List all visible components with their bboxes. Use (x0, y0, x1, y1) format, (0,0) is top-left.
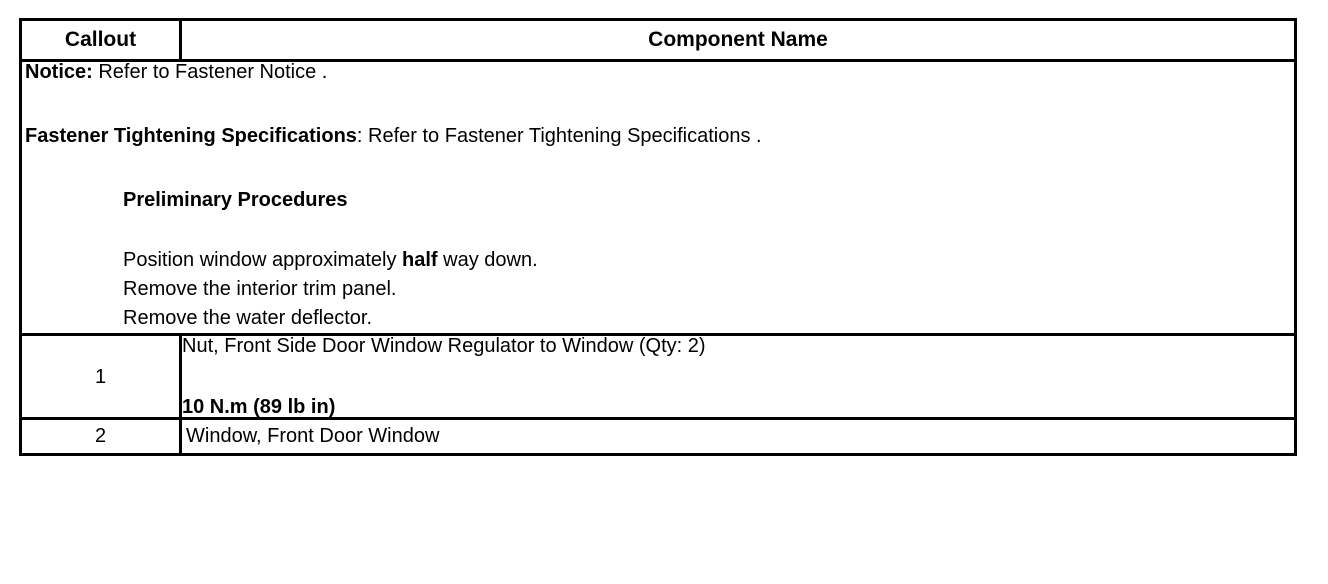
callout-number: 2 (19, 417, 182, 456)
fastener-notice-label: Notice: (25, 61, 93, 83)
callout-number: 1 (19, 333, 182, 420)
procedure-text-emphasis: half (402, 249, 438, 271)
fastener-tightening-spec-text: : Refer to Fastener Tightening Specifica… (356, 125, 762, 147)
spacer-after-notice (22, 82, 1294, 126)
component-name: Window, Front Door Window (186, 425, 440, 447)
procedure-item: Position window approximately half way d… (123, 246, 1294, 275)
fastener-notice-text: Refer to Fastener Notice . (92, 61, 328, 83)
notice-block-row: Notice: Refer to Fastener Notice . Faste… (19, 59, 1297, 336)
column-header-component-name: Component Name (179, 18, 1297, 62)
preliminary-procedures-list: Position window approximately half way d… (22, 246, 1294, 333)
fastener-tightening-spec-line: Fastener Tightening Specifications: Refe… (22, 126, 1294, 146)
procedure-text-pre: Position window approximately (123, 249, 403, 271)
procedure-text-pre: Remove the water deflector. (123, 307, 373, 329)
table-row: 2 Window, Front Door Window (19, 417, 1297, 456)
component-cell: Window, Front Door Window (179, 417, 1297, 456)
component-callout-table: Callout Component Name Notice: Refer to … (19, 18, 1297, 456)
procedure-item: Remove the water deflector. (123, 304, 1294, 333)
procedure-item: Remove the interior trim panel. (123, 275, 1294, 304)
spacer-after-fastener-spec (22, 146, 1294, 190)
notice-block-cell: Notice: Refer to Fastener Notice . Faste… (19, 59, 1297, 336)
procedure-text-pre: Remove the interior trim panel. (123, 278, 397, 300)
spacer-after-preliminary-heading (22, 210, 1294, 246)
torque-specification: 10 N.m (89 lb in) (182, 396, 336, 418)
preliminary-procedures-heading: Preliminary Procedures (123, 189, 348, 211)
procedure-text-post: way down. (437, 249, 538, 271)
table-row: 1 Nut, Front Side Door Window Regulator … (19, 333, 1297, 420)
fastener-tightening-spec-label: Fastener Tightening Specifications (25, 125, 357, 147)
table-header-row: Callout Component Name (19, 18, 1297, 62)
component-cell: Nut, Front Side Door Window Regulator to… (179, 333, 1297, 420)
column-header-callout: Callout (19, 18, 182, 62)
fastener-notice-line: Notice: Refer to Fastener Notice . (22, 62, 1294, 82)
component-name: Nut, Front Side Door Window Regulator to… (182, 335, 706, 357)
